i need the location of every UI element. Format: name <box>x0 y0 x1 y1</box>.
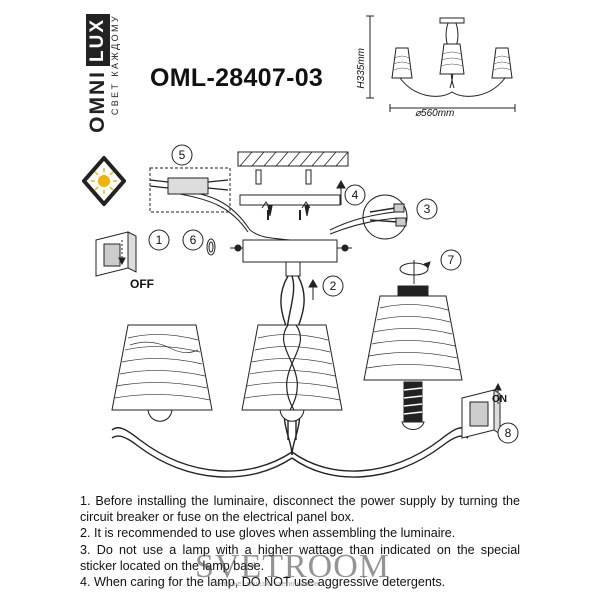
lamp-holders <box>147 381 425 430</box>
step-6-label: 6 <box>190 233 197 247</box>
shade-right <box>363 285 463 381</box>
shade-left <box>111 324 213 411</box>
step-3-label: 3 <box>424 202 431 216</box>
canopy <box>230 239 352 277</box>
switch-on-icon <box>461 382 502 439</box>
dimension-drawing: H335mm ⌀560mm <box>356 8 540 128</box>
instructions: 1. Before installing the luminaire, disc… <box>80 493 520 590</box>
assembly-diagram: 5 1 2 3 4 6 7 8 OFF ON <box>95 144 519 478</box>
watermark-subtitle: интернет-магазин светильников <box>215 581 319 588</box>
arms <box>111 420 469 478</box>
arrow-up-2 <box>308 278 318 300</box>
mounting-bracket <box>239 194 341 220</box>
switch-off-icon <box>95 231 137 277</box>
brand-name-omni: OMNI <box>86 70 109 133</box>
wire-connection-detail <box>362 194 408 240</box>
diamond-bulb-icon <box>82 156 126 206</box>
lamp-shades <box>111 285 463 411</box>
step-5-label: 5 <box>179 148 186 162</box>
ring-nut <box>206 238 216 256</box>
brand-logo: LUX OMNI СВЕТ КАЖДОМУ <box>80 8 126 208</box>
instruction-4: 4. When caring for the lamp, DO NOT use … <box>80 575 446 590</box>
rotate-icon <box>399 260 431 284</box>
step-7-label: 7 <box>448 253 455 267</box>
instruction-3: 3. Do not use a lamp with a higher watta… <box>80 542 520 573</box>
ceiling <box>237 151 349 185</box>
instruction-2: 2. It is recommended to use gloves when … <box>80 526 456 541</box>
screws <box>234 205 349 252</box>
step-markers <box>148 144 519 444</box>
model-number: OML-28407-03 <box>150 64 324 92</box>
watermark: SVETROOM <box>195 548 391 585</box>
shade-middle <box>241 324 343 411</box>
brand-tagline: СВЕТ КАЖДОМУ <box>110 14 120 116</box>
step-8-label: 8 <box>505 426 512 440</box>
chandelier-thumbnail <box>366 15 516 112</box>
switch-on-label: ON <box>492 394 507 405</box>
step-2-label: 2 <box>330 279 337 293</box>
step-4-label: 4 <box>352 188 359 202</box>
step-1-label: 1 <box>156 233 163 247</box>
instruction-1: 1. Before installing the luminaire, disc… <box>80 494 520 525</box>
switch-off-label: OFF <box>130 277 154 291</box>
terminal-block-detail <box>149 167 231 213</box>
brand-name-lux: LUX <box>86 14 110 66</box>
height-dimension: H335mm <box>356 48 367 89</box>
diameter-dimension: ⌀560mm <box>415 108 455 119</box>
arrow-up <box>336 179 346 205</box>
